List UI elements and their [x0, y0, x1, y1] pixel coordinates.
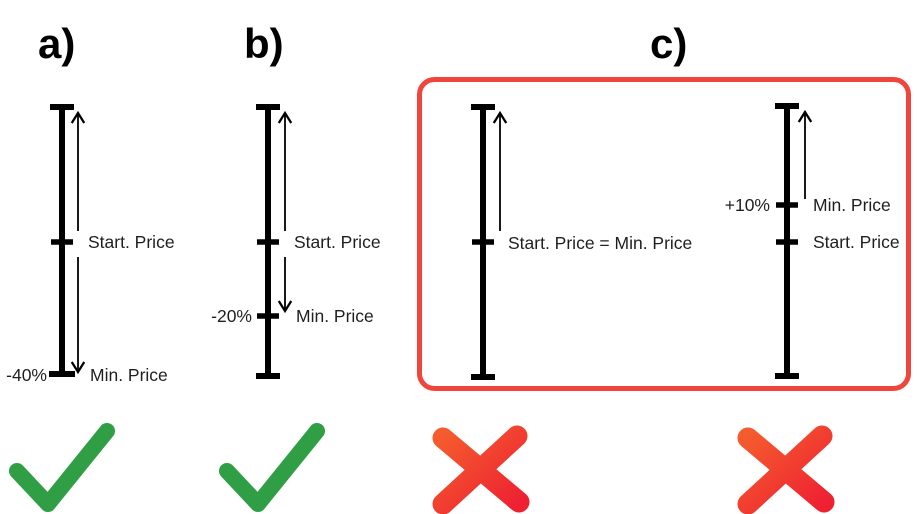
scale-a-percent-label: -40% [6, 365, 47, 385]
invalid-examples-highlight-box [417, 77, 911, 391]
red-cross-icon [432, 425, 530, 514]
green-check-icon [219, 423, 325, 512]
green-check-icon [9, 423, 115, 512]
scale-b-start-price-label: Start. Price [294, 232, 381, 252]
scale-c-right: +10% Min. Price Start. Price [725, 103, 900, 379]
scale-c-left: Start. Price = Min. Price [471, 104, 692, 380]
scale-c-right-start-price-label: Start. Price [813, 232, 900, 252]
scale-a-min-price-label: Min. Price [90, 365, 168, 385]
red-cross-icon [737, 425, 835, 514]
scale-c-right-percent-label: +10% [725, 195, 770, 215]
scale-a-start-price-label: Start. Price [88, 232, 175, 252]
scale-b-percent-label: -20% [211, 306, 252, 326]
scale-c-right-min-price-label: Min. Price [813, 195, 891, 215]
panel-a-label: a) [38, 20, 75, 67]
scale-b-min-price-label: Min. Price [296, 306, 374, 326]
scale-a: Start. Price -40% Min. Price [6, 104, 175, 385]
panel-c-label: c) [650, 20, 687, 67]
panel-b-label: b) [244, 20, 284, 67]
scale-b: Start. Price -20% Min. Price [211, 104, 381, 379]
scale-c-left-start-eq-min-label: Start. Price = Min. Price [508, 233, 692, 253]
